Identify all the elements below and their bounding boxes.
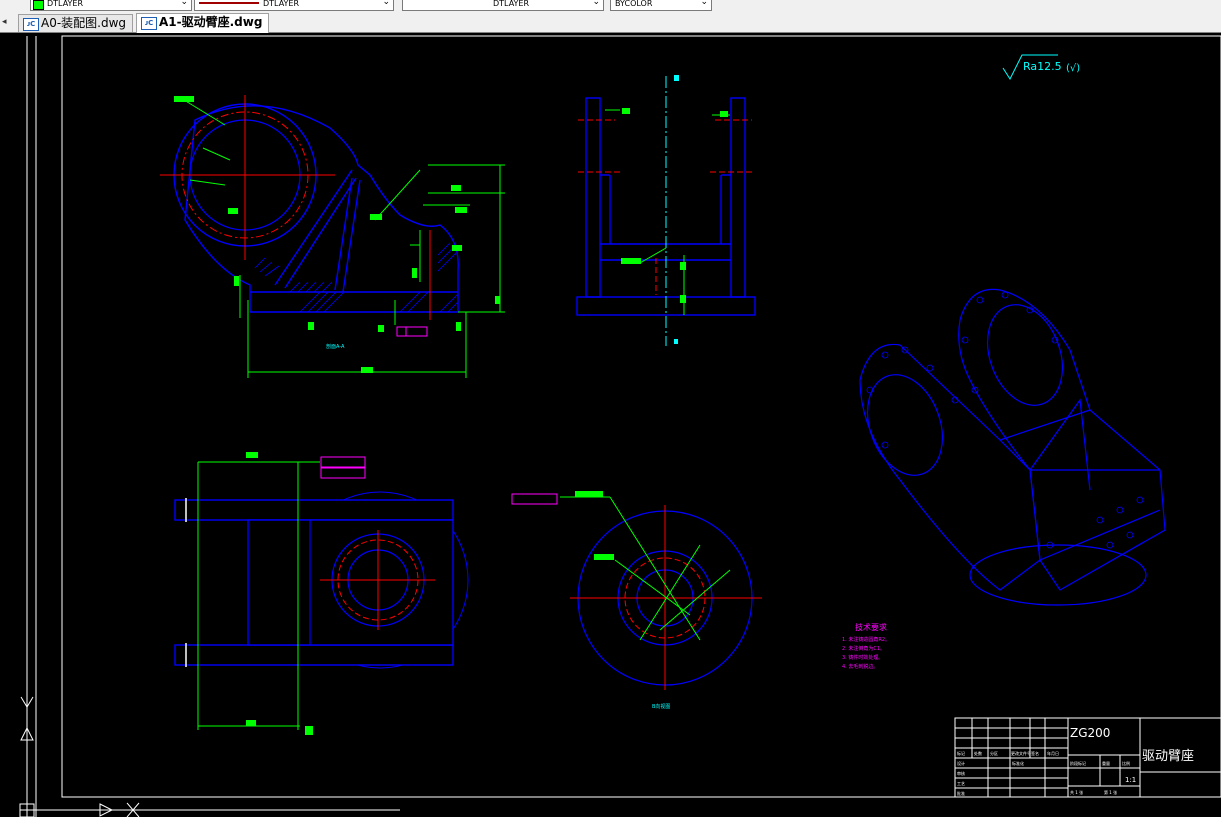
isometric-view [859,288,1166,606]
layer-combo[interactable]: DTLAYER⌄ [30,0,192,11]
svg-text:第 1 张: 第 1 张 [1104,789,1117,795]
ucs-icon [19,696,140,817]
svg-text:ZG200: ZG200 [1070,726,1110,740]
svg-text:处数: 处数 [974,750,982,756]
svg-text:比例: 比例 [1122,760,1130,766]
svg-text:标记: 标记 [957,750,965,756]
svg-text:工艺: 工艺 [957,781,965,786]
chevron-down-icon: ⌄ [382,0,390,7]
svg-text:签名: 签名 [1031,750,1039,756]
svg-text:剖面A-A: 剖面A-A [326,343,345,350]
svg-text:4. 去毛刺锐边。: 4. 去毛刺锐边。 [842,663,878,670]
section-view-a-a: 剖面A-A [160,95,505,378]
chevron-down-icon: ⌄ [592,0,600,7]
technical-requirements: 技术要求 1. 未注铸造圆角R2。 2. 未注倒角为C1。 3. 铸件时效处理。… [842,622,890,670]
svg-text:2. 未注倒角为C1。: 2. 未注倒角为C1。 [842,645,885,652]
svg-text:更改文件号: 更改文件号 [1011,750,1031,756]
title-block: ZG200 驱动臂座 1:1 标记 处数 分区 更改文件号 签名 年月日 设计 … [954,717,1221,798]
svg-text:标准化: 标准化 [1012,760,1024,766]
svg-text:3. 铸件时效处理。: 3. 铸件时效处理。 [842,654,883,661]
svg-text:1. 未注铸造圆角R2。: 1. 未注铸造圆角R2。 [842,636,890,643]
roughness-symbol: Ra12.5 (√) [1002,54,1080,81]
linetype-combo[interactable]: DTLAYER⌄ [194,0,394,11]
svg-text:阶段标记: 阶段标记 [1070,760,1086,766]
svg-text:共 1 张: 共 1 张 [1070,789,1083,795]
lineweight-combo[interactable]: DTLAYER⌄ [402,0,604,11]
svg-text:设计: 设计 [957,760,965,766]
view-b: B向视图 [511,491,762,710]
drawing-frame [20,35,1221,817]
drawing-canvas[interactable]: Ra12.5 (√) [0,33,1221,817]
svg-text:Ra12.5: Ra12.5 [1023,60,1062,73]
svg-text:审核: 审核 [957,770,965,776]
svg-text:年月日: 年月日 [1047,750,1059,756]
svg-text:(√): (√) [1066,63,1080,74]
tab-scroll-left-icon[interactable]: ◂ [2,17,7,27]
plotstyle-combo[interactable]: BYCOLOR⌄ [610,0,712,11]
svg-text:分区: 分区 [990,750,998,756]
svg-text:批准: 批准 [957,790,965,796]
svg-text:驱动臂座: 驱动臂座 [1142,749,1194,764]
svg-text:1:1: 1:1 [1125,776,1136,784]
layer-color-swatch [33,0,44,10]
side-view [576,75,756,346]
svg-text:B向视图: B向视图 [652,703,670,710]
svg-text:重量: 重量 [1102,760,1110,766]
top-view [174,452,469,735]
chevron-down-icon: ⌄ [180,0,188,7]
linetype-preview [199,2,259,4]
chevron-down-icon: ⌄ [700,0,708,7]
dwg-file-icon: ᴊC [23,18,39,31]
dwg-file-icon: ᴊC [141,17,157,30]
svg-text:技术要求: 技术要求 [855,622,887,632]
